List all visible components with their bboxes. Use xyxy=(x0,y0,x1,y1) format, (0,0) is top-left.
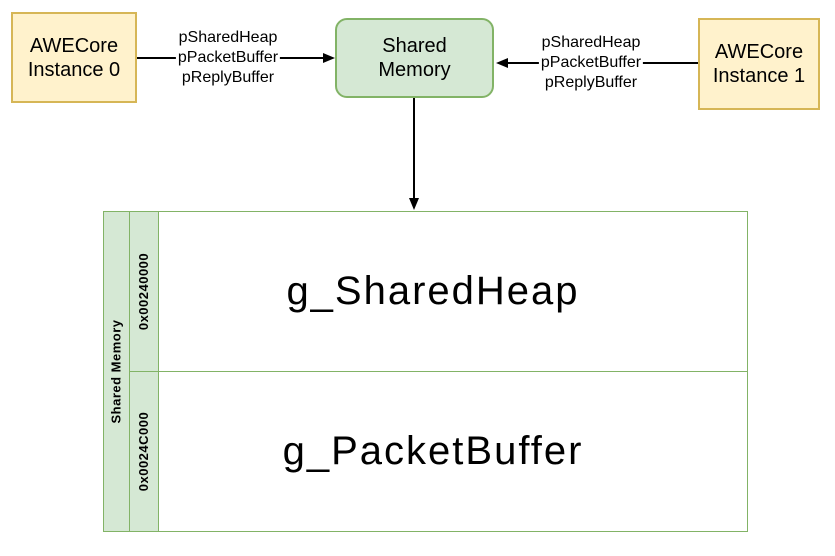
node-label-line: Instance 0 xyxy=(27,58,121,81)
node-label-line: Instance 1 xyxy=(712,65,806,87)
arrowhead-left-icon xyxy=(496,58,508,68)
edge-label-line: pReplyBuffer xyxy=(181,69,275,86)
edge-label-right: pSharedHeap pPacketBuffer pReplyBuffer xyxy=(538,33,644,93)
address-label: 0x0024C000 xyxy=(136,411,152,492)
cell-g-sharedheap: g_SharedHeap xyxy=(159,212,747,372)
cell-label: g_PacketBuffer xyxy=(282,429,584,473)
table-address-column: 0x00240000 0x0024C000 xyxy=(130,212,159,531)
node-label-line: Shared xyxy=(382,35,447,57)
address-label: 0x00240000 xyxy=(136,252,152,331)
arrowhead-right-icon xyxy=(323,53,335,63)
edge-label-left: pSharedHeap pPacketBuffer pReplyBuffer xyxy=(175,28,281,88)
edge-label-line: pSharedHeap xyxy=(178,29,278,46)
shared-memory-table: Shared Memory 0x00240000 0x0024C000 g_Sh… xyxy=(103,211,748,532)
node-awecore-instance-0: AWECore Instance 0 xyxy=(11,12,137,103)
node-awecore-instance-1: AWECore Instance 1 xyxy=(698,18,820,110)
arrowhead-down-icon xyxy=(409,198,419,210)
node-label-line: AWECore xyxy=(714,41,804,63)
node-label-line: AWECore xyxy=(29,34,119,57)
table-side-label: Shared Memory xyxy=(109,319,125,424)
edge-label-line: pPacketBuffer xyxy=(177,49,279,66)
table-main-column: g_SharedHeap g_PacketBuffer xyxy=(159,212,747,531)
cell-label: g_SharedHeap xyxy=(286,269,580,313)
edge-label-line: pReplyBuffer xyxy=(544,74,638,91)
cell-g-packetbuffer: g_PacketBuffer xyxy=(159,372,747,531)
edge-label-line: pSharedHeap xyxy=(541,34,641,51)
edge-sharedmemory-to-table xyxy=(413,98,415,199)
address-cell-shared-heap: 0x00240000 xyxy=(130,212,158,372)
table-side-column: Shared Memory xyxy=(104,212,130,531)
address-cell-packet-buffer: 0x0024C000 xyxy=(130,372,158,531)
edge-label-line: pPacketBuffer xyxy=(540,54,642,71)
node-label-line: Memory xyxy=(378,59,451,81)
node-shared-memory: Shared Memory xyxy=(335,18,494,98)
